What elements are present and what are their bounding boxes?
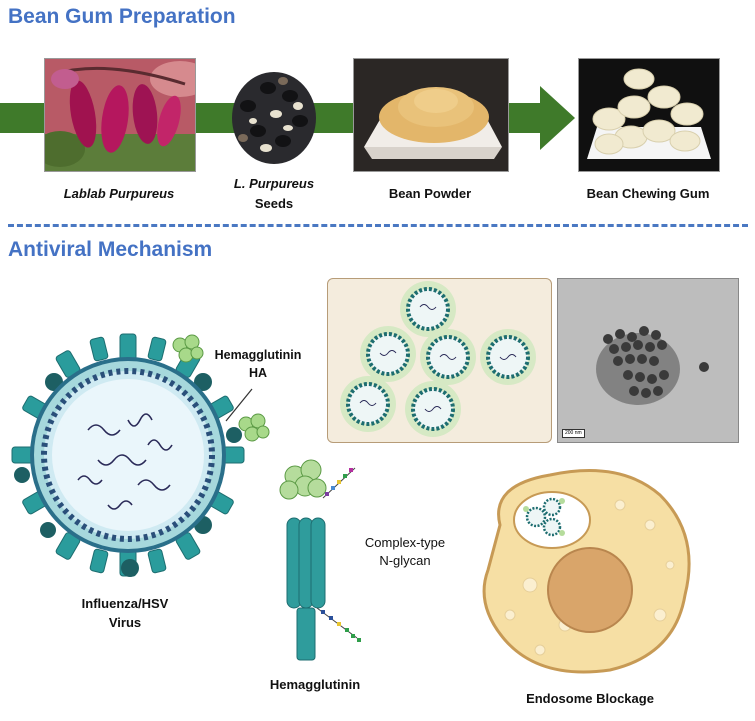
seeds-photo [228, 66, 320, 166]
seeds-label-line2: Seeds [254, 196, 294, 211]
seeds-label-line1: L. Purpureus [233, 176, 315, 191]
gum-label: Bean Chewing Gum [586, 186, 710, 201]
hemagglutinin-label: Hemagglutinin [269, 677, 361, 692]
endosome-label: Endosome Blockage [526, 691, 654, 706]
tem-micrograph: 200 nm [557, 278, 739, 443]
lablab-plant-photo [44, 58, 196, 172]
plant-label: Lablab Purpureus [63, 186, 175, 201]
scale-bar-text: 200 nm [565, 430, 582, 436]
powder-label: Bean Powder [388, 186, 472, 201]
aggregation-panel [327, 278, 552, 443]
endosome-cell-illustration [482, 469, 691, 674]
hemagglutinin-illustration [279, 459, 361, 661]
section-divider [8, 224, 748, 227]
ha-protein-side-icon [238, 413, 270, 442]
prep-section-title: Bean Gum Preparation [8, 5, 236, 28]
virus-illustration [11, 333, 245, 577]
ha-label-line1: Hemagglutinin [214, 348, 302, 362]
virus-label-line2: Virus [108, 615, 142, 630]
bean-gum-photo [578, 58, 720, 172]
glycan-label-line1: Complex-type [364, 535, 446, 550]
scale-bar: 200 nm [562, 429, 585, 438]
glycan-label-line2: N-glycan [379, 553, 431, 568]
ha-protein-top-icon [172, 334, 204, 363]
bean-powder-photo [353, 58, 509, 172]
virus-label-line1: Influenza/HSV [81, 596, 169, 611]
ha-label-line2: HA [248, 366, 268, 380]
mech-section-title: Antiviral Mechanism [8, 238, 213, 261]
ha-pointer-line [225, 388, 253, 422]
